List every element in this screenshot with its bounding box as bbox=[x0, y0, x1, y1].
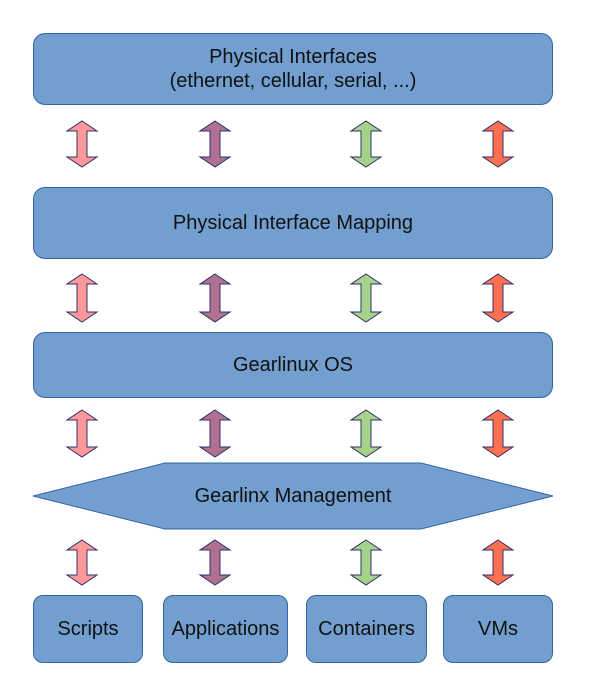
double-arrow-mauve-row2 bbox=[198, 273, 232, 323]
physical-interfaces-label: Physical Interfaces (ethernet, cellular,… bbox=[169, 46, 417, 92]
applications-box: Applications bbox=[163, 595, 288, 663]
double-arrow-green-row3 bbox=[349, 409, 383, 458]
scripts-box: Scripts bbox=[33, 595, 143, 663]
management-label: Gearlinx Management bbox=[194, 484, 392, 507]
scripts-label: Scripts bbox=[57, 618, 119, 640]
physical-interfaces-box: Physical Interfaces (ethernet, cellular,… bbox=[33, 33, 553, 105]
arrows-group bbox=[65, 120, 515, 586]
os-box: Gearlinux OS bbox=[33, 332, 553, 398]
physical-interface-mapping-label: Physical Interface Mapping bbox=[172, 212, 414, 234]
vms-box: VMs bbox=[443, 595, 553, 663]
double-arrow-orange-row3 bbox=[481, 409, 515, 458]
double-arrow-pink-row3 bbox=[65, 409, 99, 458]
double-arrow-pink-row1 bbox=[65, 120, 99, 168]
double-arrow-orange-row1 bbox=[481, 120, 515, 168]
double-arrow-green-row1 bbox=[349, 120, 383, 168]
management-hexagon bbox=[32, 462, 554, 530]
double-arrow-pink-row2 bbox=[65, 273, 99, 323]
os-label: Gearlinux OS bbox=[232, 354, 354, 376]
double-arrow-green-row4 bbox=[349, 539, 383, 586]
double-arrow-mauve-row3 bbox=[198, 409, 232, 458]
double-arrow-mauve-row1 bbox=[198, 120, 232, 168]
double-arrow-orange-row2 bbox=[481, 273, 515, 323]
physical-interface-mapping-box: Physical Interface Mapping bbox=[33, 187, 553, 259]
vms-label: VMs bbox=[478, 618, 518, 640]
containers-label: Containers bbox=[318, 618, 415, 640]
containers-box: Containers bbox=[306, 595, 427, 663]
double-arrow-green-row2 bbox=[349, 273, 383, 323]
double-arrow-orange-row4 bbox=[481, 539, 515, 586]
applications-label: Applications bbox=[171, 618, 280, 640]
double-arrow-mauve-row4 bbox=[198, 539, 232, 586]
double-arrow-pink-row4 bbox=[65, 539, 99, 586]
